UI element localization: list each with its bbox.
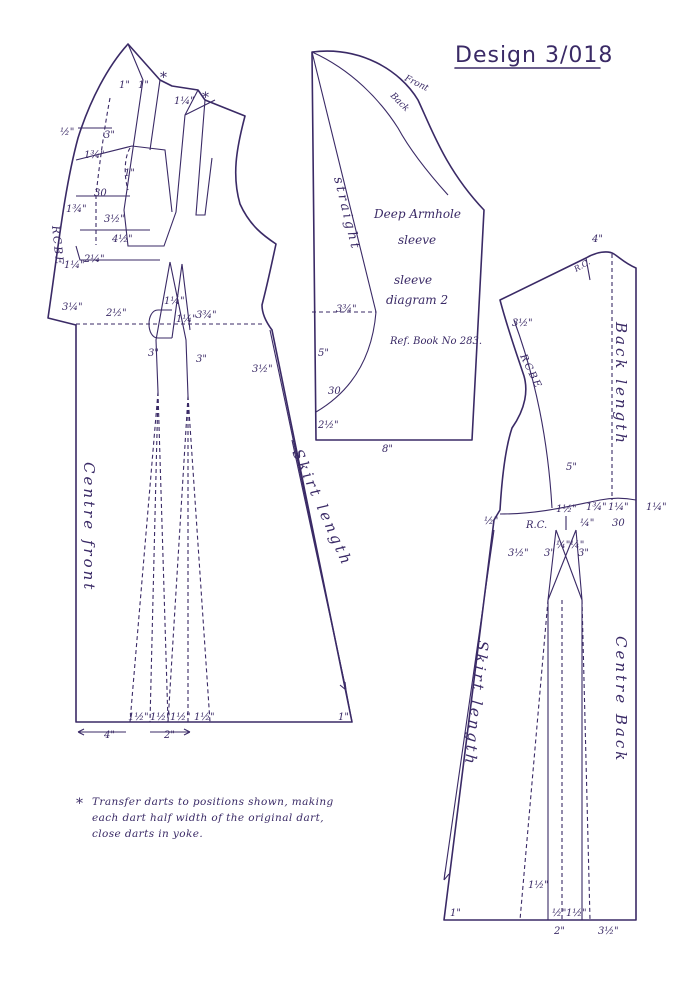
sleeve-measure: 8"	[382, 444, 393, 455]
footnote-asterisk: *	[76, 796, 83, 812]
front-measure: 2"	[163, 730, 175, 741]
front-measure: 3"	[196, 354, 207, 365]
back-measure: 30	[612, 518, 625, 529]
front-measure: 3"	[148, 348, 159, 359]
back-measure: ½"	[484, 516, 498, 527]
front-measure: 1½"	[170, 712, 191, 723]
back-skirt-length-label: Skirt length	[461, 640, 492, 768]
front-measure: 4"	[103, 730, 115, 741]
back-measure: 1"	[450, 908, 461, 919]
front-skirt-arrow	[291, 439, 347, 691]
front-measure: 1¼"	[64, 260, 85, 271]
back-measure: ¼"	[570, 540, 584, 551]
asterisk-mark: *	[160, 70, 167, 86]
front-measure: 30	[94, 188, 107, 199]
front-measure: 1¼"	[174, 96, 195, 107]
sleeve-outline	[311, 50, 485, 441]
sleeve-pattern: Front Back straight Deep Armhole sleeve …	[311, 50, 485, 455]
front-measure: 1¼"	[176, 314, 197, 325]
front-waist-loop	[148, 309, 172, 339]
design-title: Design 3/018	[454, 43, 613, 69]
front-hem-arrows	[77, 728, 191, 736]
back-measure: 1½"	[556, 504, 577, 515]
front-measure: 1"	[119, 80, 130, 91]
back-rcbe-line	[513, 257, 591, 509]
front-rcbe-label: RCBE	[49, 224, 66, 267]
front-measure: 2½"	[105, 308, 127, 319]
front-measure: 1"	[338, 712, 349, 723]
back-skirt-arrow	[443, 529, 495, 881]
front-measure: 2¼"	[83, 254, 105, 265]
front-skirt-length-label: Skirt length	[288, 446, 356, 569]
back-measure: 1½"	[566, 908, 587, 919]
back-measure: ¼"	[580, 518, 594, 529]
sleeve-straight-label: straight	[330, 175, 363, 252]
back-darts	[547, 516, 583, 920]
front-measure: 3½"	[252, 364, 273, 375]
sleeve-measure: 3¾"	[336, 304, 357, 315]
front-pattern: Centre front Skirt length RCBE 1" 1" 1¼"…	[47, 43, 356, 741]
sleeve-front-label: Front	[402, 73, 430, 94]
back-dart-guides	[519, 599, 591, 921]
back-measure: 3½"	[598, 926, 619, 937]
footnote-text: Transfer darts to positions shown, makin…	[92, 796, 334, 840]
back-measure: 1½"	[528, 880, 549, 891]
front-yoke-seam	[95, 97, 131, 245]
design-title-text: Design 3/018	[455, 43, 613, 68]
back-measure: 2"	[553, 926, 565, 937]
back-length-label: Back length	[612, 321, 630, 446]
front-measure: 4½"	[111, 234, 133, 245]
centre-back-label: Centre Back	[612, 636, 630, 763]
front-measure: 1"	[124, 168, 135, 179]
back-measure: 1¾"	[586, 502, 607, 513]
sleeve-diagram-line2: diagram 2	[386, 293, 448, 307]
front-measure: 1¾"	[66, 204, 87, 215]
front-yoke-lines	[75, 43, 216, 261]
sleeve-straight-line	[311, 51, 377, 413]
sleeve-reference: Ref. Book No 283.	[389, 336, 482, 347]
front-measure: 1"	[138, 80, 149, 91]
front-measure: 3½"	[104, 214, 125, 225]
back-measure: 1¼"	[608, 502, 629, 513]
front-measure: 1½"	[194, 712, 215, 723]
front-bodice-darts	[155, 261, 191, 397]
front-outline	[47, 43, 353, 723]
back-measure: 4"	[591, 234, 603, 245]
back-measure: 3½"	[512, 318, 533, 329]
front-measure: 1¾"	[84, 150, 105, 161]
sleeve-measure: 30	[328, 386, 341, 397]
back-measure: ½"	[552, 908, 566, 919]
sleeve-name-line1: Deep Armhole	[373, 207, 461, 221]
sleeve-measure: 2½"	[317, 420, 339, 431]
sleeve-back-label: Back	[387, 90, 411, 114]
front-measure: 3¾"	[196, 310, 217, 321]
front-measure: ½"	[60, 127, 74, 138]
asterisk-mark: *	[202, 90, 209, 106]
back-yoke-seam	[499, 497, 637, 515]
sleeve-measure: 5"	[318, 348, 329, 359]
back-outline	[443, 251, 637, 921]
centre-front-label: Centre front	[80, 462, 98, 592]
back-rcbe-label: RCBE	[517, 352, 544, 392]
sleeve-name-line2: sleeve	[398, 233, 436, 247]
back-measure: 3"	[578, 548, 589, 559]
back-measure: 3"	[544, 548, 555, 559]
back-measure: 5"	[566, 462, 577, 473]
front-measure: 3¼"	[62, 302, 83, 313]
front-skirt-darts	[129, 391, 211, 723]
sleeve-diagram-line1: sleeve	[394, 273, 432, 287]
front-measure: 1¼"	[164, 296, 185, 307]
front-measure: 1½"	[128, 712, 149, 723]
back-rc-label: R.C.	[525, 520, 547, 531]
back-measure: ¼"	[556, 540, 570, 551]
front-measure: 3"	[104, 130, 115, 141]
back-measure: 1¼"	[646, 502, 667, 513]
back-measure: 3½"	[508, 548, 529, 559]
sleeve-back-curve	[311, 51, 449, 196]
front-measure: 1½"	[150, 712, 171, 723]
